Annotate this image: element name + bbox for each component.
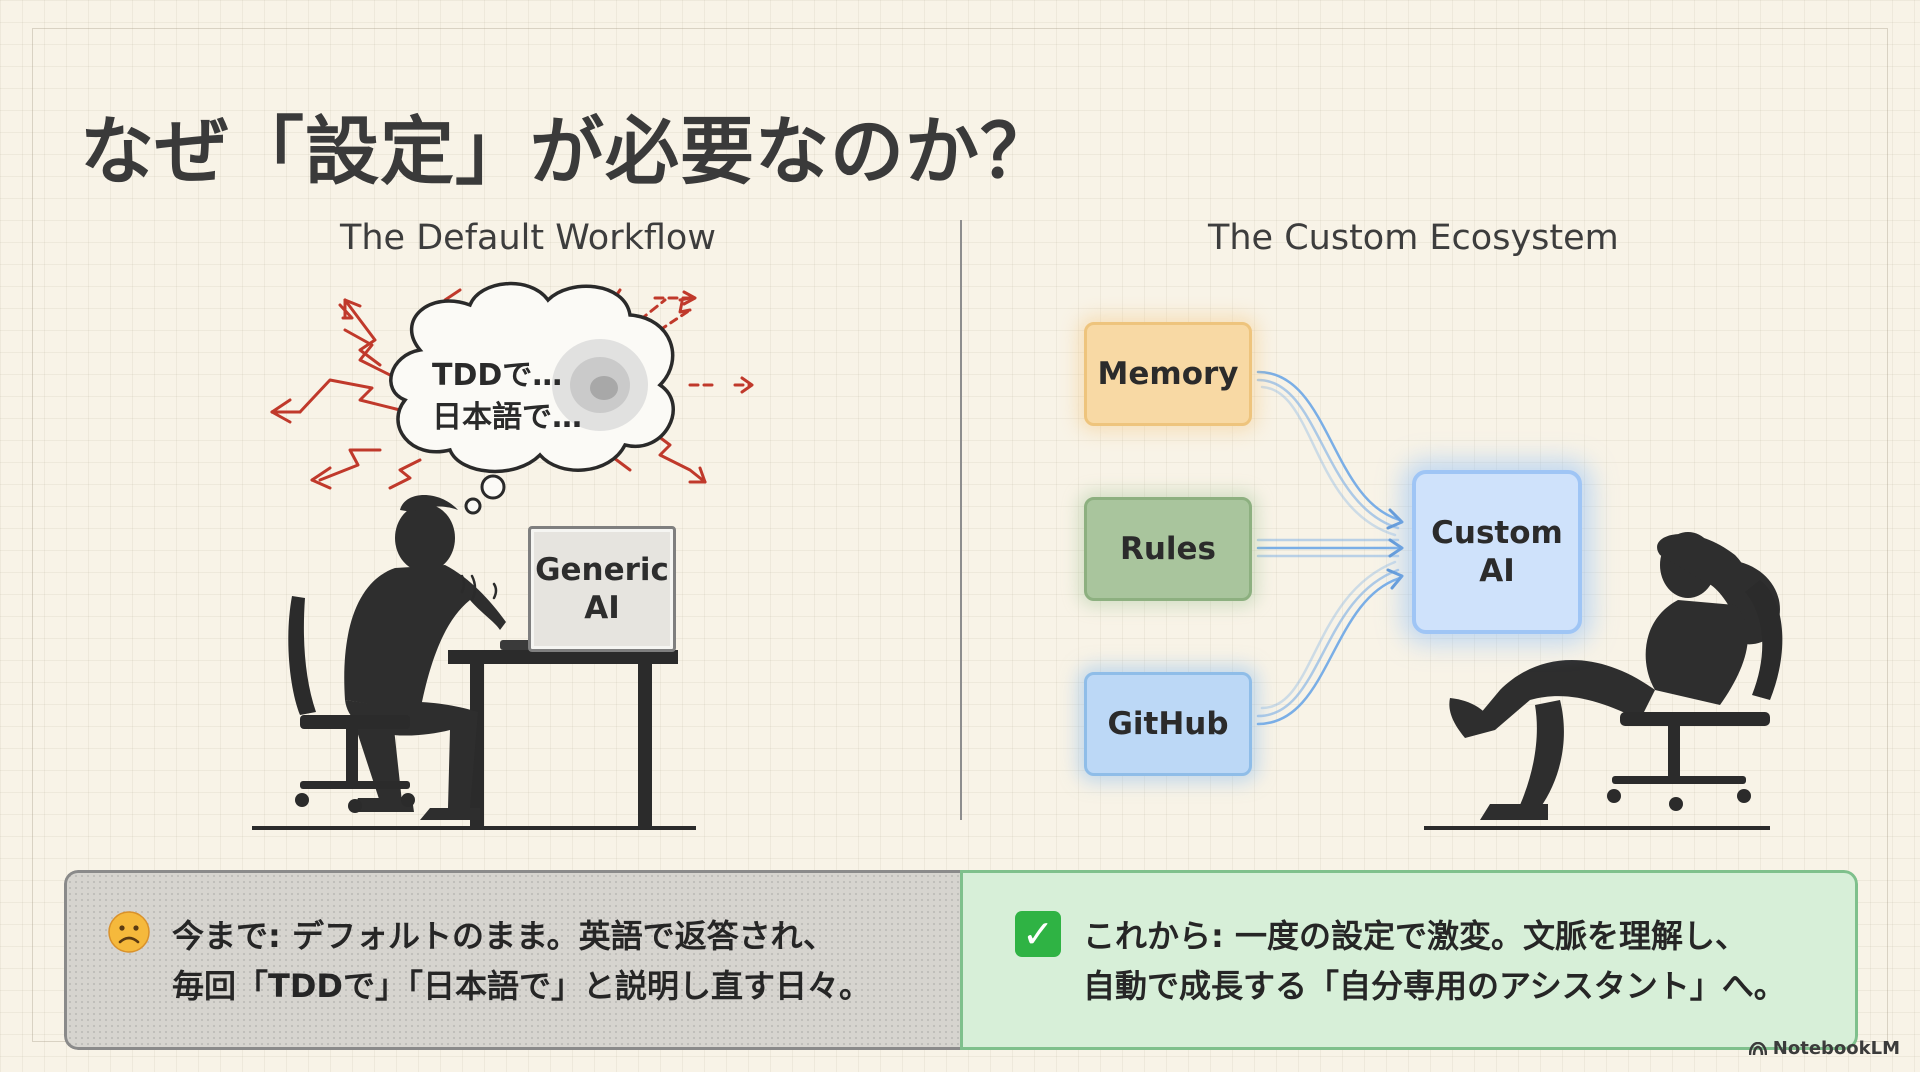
sad-face-icon: [107, 910, 151, 954]
rules-node: Rules: [1084, 497, 1252, 601]
before-line2: 毎回「TDDで」「日本語で」と説明し直す日々。: [172, 961, 871, 1011]
after-panel: ✓ これから: 一度の設定で激変。文脈を理解し、 自動で成長する「自分専用のアシ…: [960, 870, 1858, 1050]
custom-ai-label-line1: Custom: [1431, 514, 1563, 552]
thought-bubble-text: TDDで… 日本語で…: [432, 355, 582, 439]
notebooklm-logo-icon: [1749, 1042, 1767, 1056]
github-node: GitHub: [1084, 672, 1252, 776]
after-line2: 自動で成長する「自分専用のアシスタント」へ。: [1083, 961, 1786, 1011]
custom-ai-node: Custom AI: [1412, 470, 1582, 634]
after-line1: これから: 一度の設定で激変。文脈を理解し、: [1083, 911, 1786, 961]
memory-node: Memory: [1084, 322, 1252, 426]
laptop-label-line1: Generic: [535, 551, 669, 589]
laptop-label-line2: AI: [535, 589, 669, 627]
notebooklm-watermark: NotebookLM: [1749, 1038, 1900, 1059]
thought-line-tdd: TDDで…: [432, 355, 582, 397]
custom-ai-label-line2: AI: [1431, 552, 1563, 590]
brand-label: NotebookLM: [1773, 1038, 1900, 1059]
before-panel: 今まで: デフォルトのまま。英語で返答され、 毎回「TDDで」「日本語で」と説明…: [64, 870, 960, 1050]
check-mark-icon: ✓: [1015, 911, 1061, 957]
flow-arrows: [1258, 372, 1400, 724]
after-message: これから: 一度の設定で激変。文脈を理解し、 自動で成長する「自分専用のアシスタ…: [1083, 911, 1786, 1011]
before-message: 今まで: デフォルトのまま。英語で返答され、 毎回「TDDで」「日本語で」と説明…: [172, 911, 871, 1011]
before-line1: 今まで: デフォルトのまま。英語で返答され、: [172, 911, 871, 961]
comparison-banner: 今まで: デフォルトのまま。英語で返答され、 毎回「TDDで」「日本語で」と説明…: [64, 870, 1858, 1050]
generic-ai-laptop: Generic AI: [528, 526, 676, 652]
thought-line-japanese: 日本語で…: [432, 397, 582, 439]
